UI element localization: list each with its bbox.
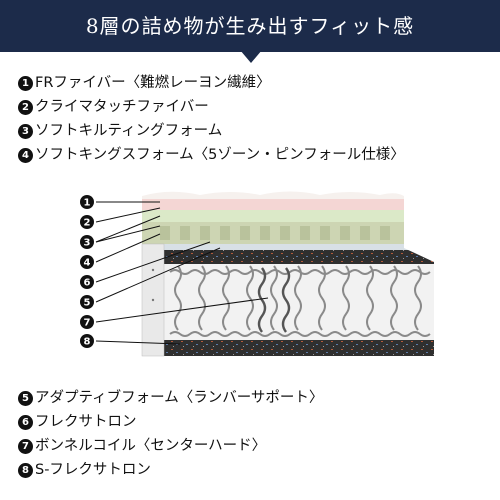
callout-number: 1 <box>84 198 91 209</box>
layer-number-badge: 6 <box>18 414 33 430</box>
banner-title: 8層の詰め物が生み出すフィット感 <box>85 14 415 38</box>
layer-number-badge: 1 <box>18 75 33 91</box>
mattress-cross-section: 1 2 3 4 6 5 7 8 <box>0 180 500 360</box>
callout-number: 5 <box>84 298 91 309</box>
layer-s-flexatron <box>142 340 434 356</box>
layer-label: アダプティブフォーム〈ランバーサポート〉 <box>35 390 324 406</box>
layer-label: ソフトキングスフォーム〈5ゾーン・ピンフォール仕様〉 <box>35 147 405 163</box>
callout-number: 7 <box>84 318 91 329</box>
mattress-layers <box>142 191 434 356</box>
callout-lines <box>95 201 269 345</box>
layer-number-badge: 8 <box>18 462 33 478</box>
layer-label: クライマタッチファイバー <box>35 99 209 115</box>
layer-number-badge: 2 <box>18 99 33 115</box>
layer-flexatron <box>142 250 434 264</box>
layer-soft-quilting-foam <box>142 210 434 222</box>
callout-number: 6 <box>84 278 91 289</box>
callout-badges: 1 2 3 4 6 5 7 8 <box>80 195 94 348</box>
layer-number-badge: 5 <box>18 390 33 406</box>
layer-number-badge: 3 <box>18 123 33 139</box>
layer-label: FRファイバー〈難燃レーヨン繊維〉 <box>35 75 271 91</box>
layer-label: フレクサトロン <box>35 414 137 430</box>
coil-springs <box>169 265 431 337</box>
layer-climatouch-fiber <box>142 199 434 210</box>
layer-label: S-フレクサトロン <box>35 462 151 478</box>
header-banner <box>0 0 500 52</box>
callout-number: 8 <box>84 337 91 348</box>
layer-label: ボンネルコイル〈センターハード〉 <box>35 438 267 454</box>
callout-number: 2 <box>84 218 91 229</box>
banner-pointer <box>240 50 262 63</box>
callout-number: 4 <box>84 258 91 269</box>
callout-number: 3 <box>84 238 91 249</box>
layer-label: ソフトキルティングフォーム <box>35 123 223 139</box>
layer-adaptive-foam <box>142 244 434 250</box>
layer-number-badge: 4 <box>18 147 33 163</box>
layer-number-badge: 7 <box>18 438 33 454</box>
layer-fr-fiber <box>142 191 434 199</box>
